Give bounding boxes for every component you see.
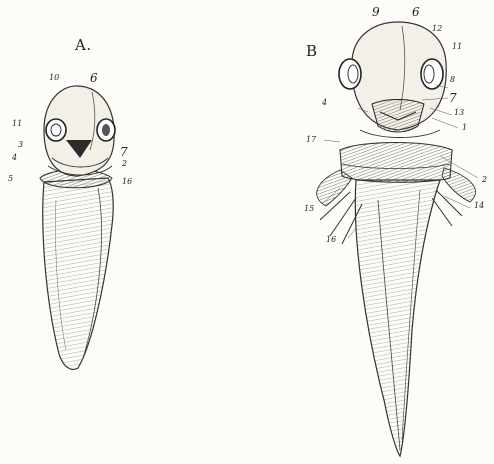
- figure-b-label-9: 9: [372, 6, 380, 18]
- figure-a-label-16: 16: [122, 178, 132, 186]
- figure-a-label-7: 7: [120, 146, 128, 158]
- figure-b-label-17: 17: [306, 136, 316, 144]
- figure-b-label-12: 12: [432, 25, 442, 33]
- figure-b-label-8: 8: [450, 76, 455, 84]
- figure-b-label-13: 13: [454, 109, 464, 117]
- figure-a-eye-left: [46, 119, 66, 141]
- figure-b-label-6: 6: [412, 6, 420, 18]
- figure-b-label-7: 7: [449, 92, 457, 104]
- figure-b-label-15: 15: [304, 205, 314, 213]
- figure-b-label-2: 2: [482, 176, 487, 184]
- figure-a-label-10: 10: [49, 74, 59, 82]
- figure-b-label-11: 11: [452, 43, 462, 51]
- figure-b-embryo: [317, 22, 476, 456]
- figure-a-embryo: [40, 86, 115, 369]
- figure-b-label-16: 16: [326, 236, 336, 244]
- figure-a-label-2: 2: [122, 160, 127, 168]
- figure-a-label-6: 6: [90, 72, 98, 84]
- figure-a-tail: [43, 178, 113, 369]
- figure-a-label-11: 11: [12, 120, 22, 128]
- figure-a-label-3: 3: [18, 141, 23, 149]
- figure-b-letter: B: [306, 44, 318, 59]
- figure-b-label-14: 14: [474, 202, 484, 210]
- figure-b-label-4: 4: [322, 99, 327, 107]
- figure-a-letter: A.: [75, 38, 92, 53]
- figure-b-mouth: [372, 100, 424, 133]
- figure-b-label-1: 1: [462, 124, 467, 132]
- figure-a-label-4: 4: [12, 154, 17, 162]
- figure-b-tail: [355, 180, 440, 456]
- figure-a-label-5: 5: [8, 175, 13, 183]
